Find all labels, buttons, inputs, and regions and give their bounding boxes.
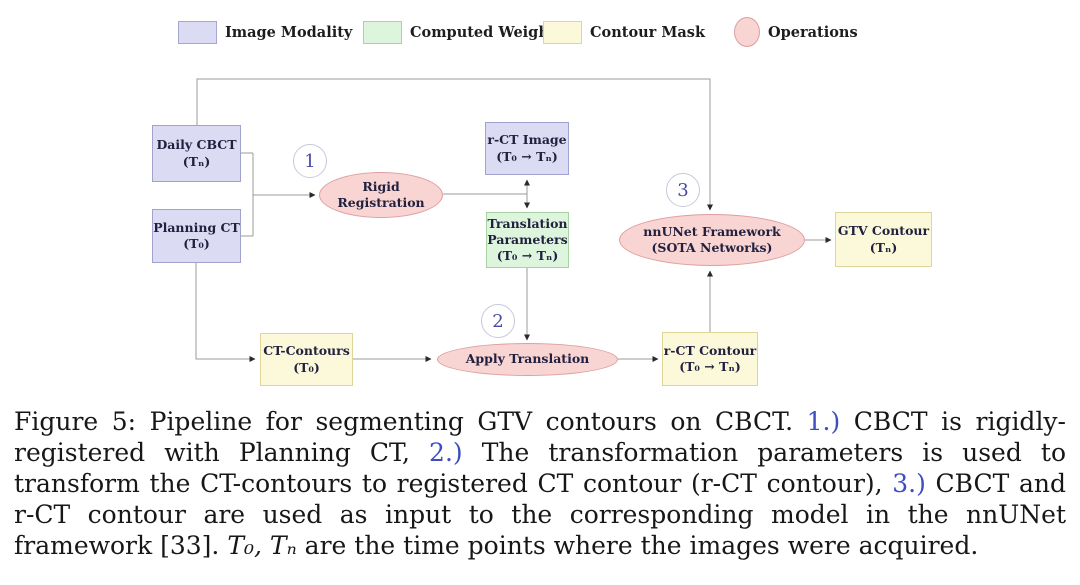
caption-step-ref-1: 1.) xyxy=(806,407,841,436)
operation-rigid-registration: Rigid Registration xyxy=(319,172,443,218)
node-daily-cbct: Daily CBCT (Tₙ) xyxy=(152,125,241,182)
operation-apply-translation: Apply Translation xyxy=(437,343,618,376)
node-gtv-contour: GTV Contour (Tₙ) xyxy=(835,212,932,267)
node-rct-image-time: (T₀ → Tₙ) xyxy=(496,148,558,164)
caption-step-ref-2: 2.) xyxy=(429,438,463,467)
caption-text-4: CBCT and r-CT contour are used as input … xyxy=(14,469,1066,560)
caption-step-ref-3: 3.) xyxy=(892,469,926,498)
operation-nnunet-framework: nnUNet Framework (SOTA Networks) xyxy=(619,214,805,266)
legend-item-operations: Operations xyxy=(734,17,858,47)
legend-item-computed-weights: Computed Weights xyxy=(363,17,564,47)
legend-item-contour-mask: Contour Mask xyxy=(543,17,705,47)
node-rct-image-label: r-CT Image xyxy=(487,132,567,148)
operation-nnunet-framework-label1: nnUNet Framework xyxy=(643,223,781,239)
legend-label-contour-mask: Contour Mask xyxy=(590,23,706,41)
legend-label-image-modality: Image Modality xyxy=(225,23,353,41)
edge-planningct-to-ctcontours xyxy=(195,263,256,362)
step-3-badge: 3 xyxy=(666,173,700,207)
legend-label-computed-weights: Computed Weights xyxy=(410,23,564,41)
contour-mask-swatch xyxy=(543,20,582,44)
caption-text-5: are the time points where the images wer… xyxy=(296,531,979,560)
operation-rigid-registration-label1: Rigid xyxy=(362,178,400,194)
node-ct-contours-label: CT-Contours xyxy=(263,343,350,359)
node-rct-contour-label: r-CT Contour xyxy=(663,342,757,358)
legend-label-operations: Operations xyxy=(768,23,858,41)
edge-dailycbct-to-nnunet xyxy=(196,78,713,211)
image-modality-swatch xyxy=(178,20,217,44)
legend-item-image-modality: Image Modality xyxy=(178,17,352,47)
node-planning-ct-label: Planning CT xyxy=(153,219,240,235)
node-daily-cbct-label: Daily CBCT xyxy=(156,137,237,153)
node-rct-image: r-CT Image (T₀ → Tₙ) xyxy=(485,122,569,175)
operation-rigid-registration-label2: Registration xyxy=(337,195,425,210)
node-daily-cbct-time: (Tₙ) xyxy=(182,153,211,169)
node-rct-contour-time: (T₀ → Tₙ) xyxy=(679,359,741,374)
node-gtv-contour-label: GTV Contour xyxy=(837,223,930,239)
node-ct-contours: CT-Contours (T₀) xyxy=(260,333,353,386)
node-ct-contours-time: (T₀) xyxy=(293,359,320,375)
operation-apply-translation-label: Apply Translation xyxy=(465,351,590,367)
node-planning-ct-time: (T₀) xyxy=(183,236,210,251)
caption-time-symbols: T₀, Tₙ xyxy=(227,531,297,560)
node-translation-parameters-label2: Parameters xyxy=(487,231,568,247)
step-1-badge: 1 xyxy=(293,144,327,178)
node-translation-parameters-time: (T₀ → Tₙ) xyxy=(496,248,559,264)
caption-text-3: The transformation parameters is used to… xyxy=(14,438,1067,498)
computed-weights-swatch xyxy=(363,20,402,44)
node-planning-ct: Planning CT (T₀) xyxy=(152,209,241,263)
operations-swatch xyxy=(734,17,760,47)
figure-caption: Figure 5: Pipeline for segmenting GTV co… xyxy=(14,406,1066,561)
node-rct-contour: r-CT Contour (T₀ → Tₙ) xyxy=(662,332,758,386)
caption-text-2: CBCT is rigidly-registered with Planning… xyxy=(14,407,1067,467)
node-gtv-contour-time: (Tₙ) xyxy=(869,239,898,255)
step-2-badge: 2 xyxy=(481,304,515,338)
caption-text-1: Figure 5: Pipeline for segmenting GTV co… xyxy=(14,407,807,436)
node-translation-parameters-label1: Translation xyxy=(487,215,568,231)
node-translation-parameters: Translation Parameters (T₀ → Tₙ) xyxy=(486,212,569,268)
operation-nnunet-framework-label2: (SOTA Networks) xyxy=(651,240,773,255)
